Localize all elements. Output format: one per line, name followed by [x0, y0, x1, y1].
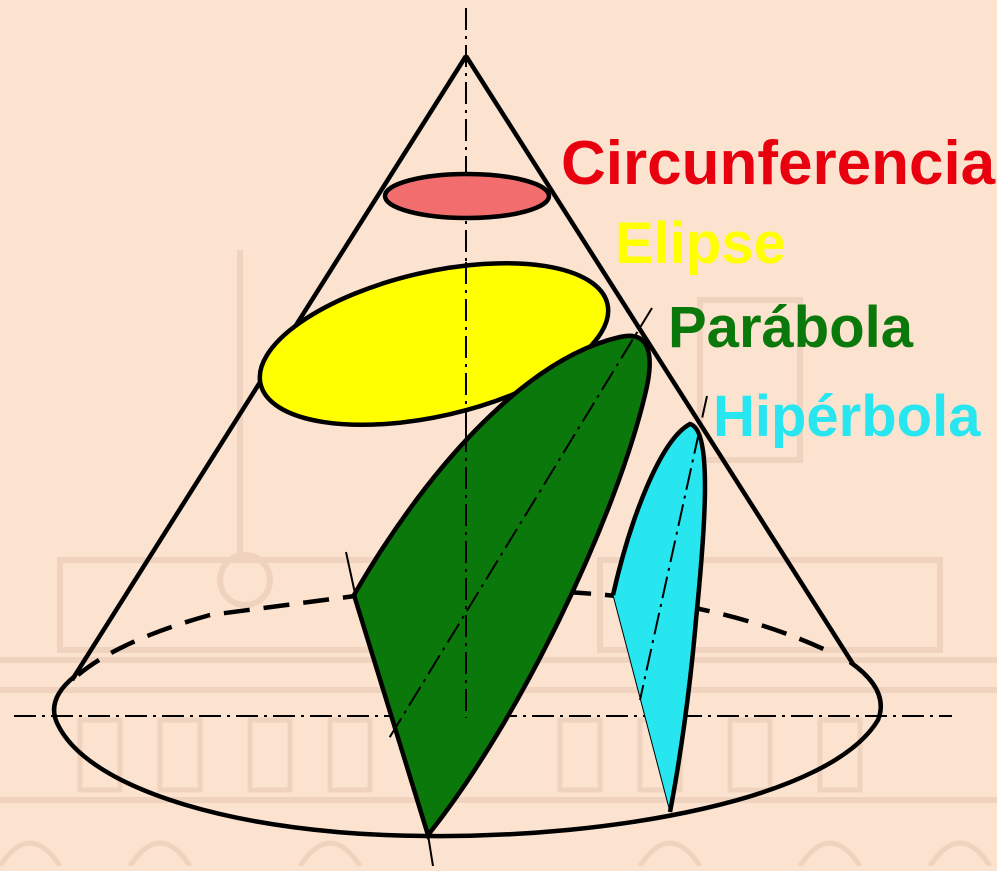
circle-section	[382, 171, 552, 221]
cone-base-front-edge	[51, 660, 884, 839]
label-parabola: Parábola	[668, 295, 913, 360]
parabola-plane-edge-bottom	[427, 834, 434, 867]
hyperbola-axis	[639, 395, 708, 701]
hyperbola-branch-outline	[610, 421, 708, 813]
cone-right-generator	[464, 54, 855, 666]
label-hiperbola: Hipérbola	[713, 384, 981, 449]
cone-base-hidden-edge	[76, 589, 831, 677]
parabola-axis	[387, 307, 653, 741]
label-elipse: Elipse	[615, 211, 786, 276]
parabola-section	[351, 333, 652, 840]
label-circunferencia: Circunferencia	[561, 129, 996, 198]
ellipse-section	[257, 260, 611, 428]
parabola-plane-edge	[345, 551, 357, 599]
